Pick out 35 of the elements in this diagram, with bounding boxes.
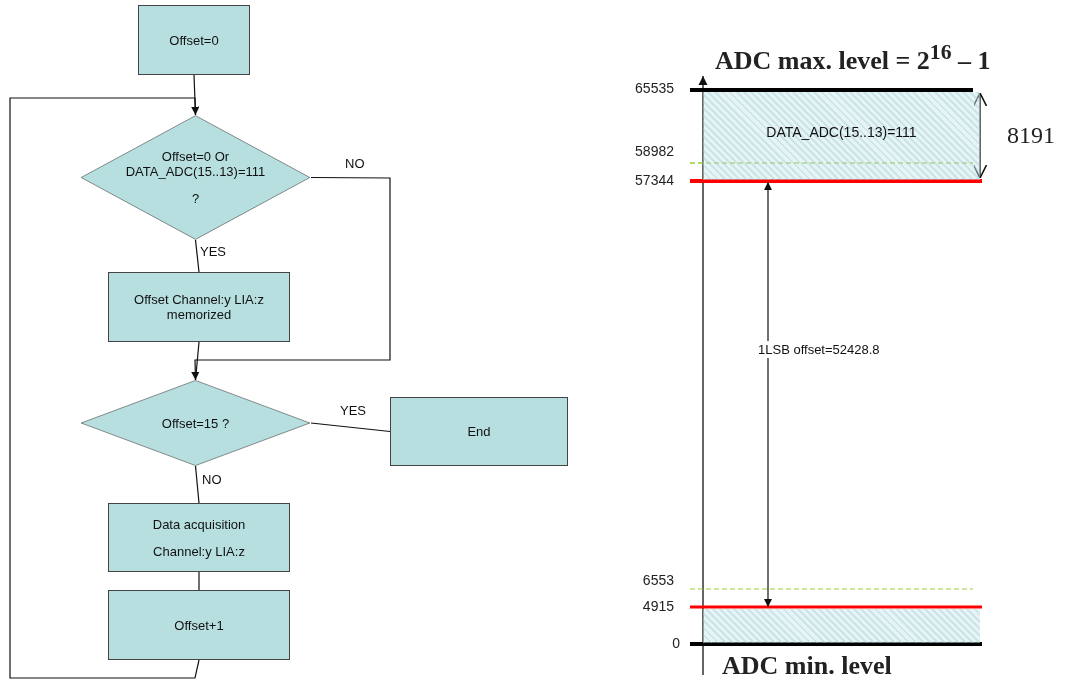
node-text: Offset=0 Or DATA_ADC(15..13)=111: [124, 148, 267, 181]
level-band: [703, 609, 980, 643]
tick-label: 57344: [634, 172, 674, 188]
decision-diamond: [80, 115, 311, 240]
decision-diamond: [80, 380, 311, 466]
node-text: ?: [190, 190, 201, 208]
axis-title: ADC min. level: [722, 651, 892, 681]
process-box: [390, 397, 568, 466]
edge-label: NO: [345, 156, 365, 171]
node-text: Channel:y LIA:z: [152, 542, 246, 561]
node-text: Offset Channel:y LIA:z memorized: [133, 291, 265, 324]
axis-title: ADC max. level = 2$^{16}$ – 1: [715, 40, 991, 76]
dimension-label: 8191: [1007, 122, 1055, 149]
edge-label: YES: [340, 403, 366, 418]
process-box: [138, 5, 250, 75]
node-text: Offset=15 ?: [160, 414, 231, 433]
tick-label: 65535: [634, 80, 674, 96]
node-text: Offset+1: [173, 616, 225, 635]
arrow: [763, 181, 773, 608]
level-band: [703, 92, 980, 180]
edge-label: YES: [200, 244, 226, 259]
node-text: End: [466, 423, 492, 441]
arrow: [9, 97, 200, 679]
process-box: [108, 590, 290, 660]
process-box: [108, 503, 290, 572]
tick-label: 4915: [641, 598, 674, 614]
edge-label: NO: [202, 472, 222, 487]
arrow: [191, 176, 391, 381]
node-text: Offset=0: [168, 31, 220, 50]
tick-label: 6553: [641, 572, 674, 588]
tick-label: 58982: [634, 143, 674, 159]
node-text: DATA_ADC(15..13)=111: [765, 123, 918, 142]
process-box: [108, 272, 290, 342]
node-text: Data acquisition: [151, 515, 247, 534]
tick-label: 0: [671, 635, 680, 651]
